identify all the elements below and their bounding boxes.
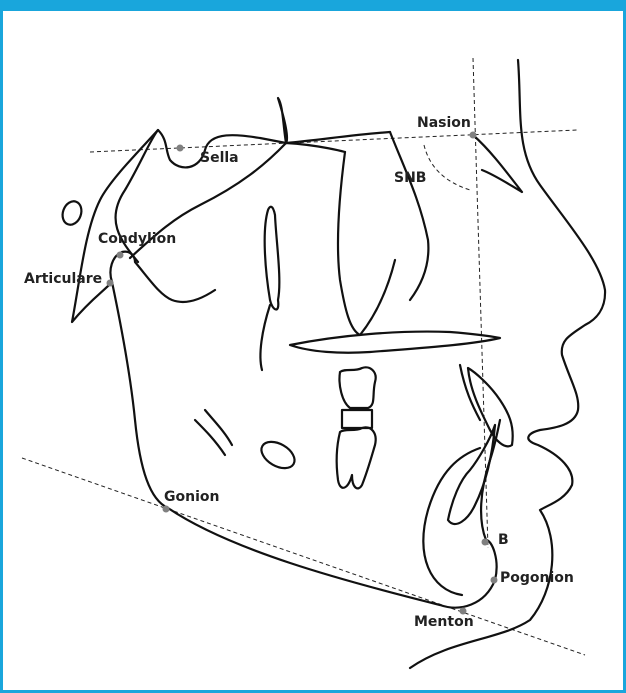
nasal-bone <box>473 135 522 192</box>
frontal-line <box>286 132 390 143</box>
pogonion-point <box>491 577 498 584</box>
articulare-label: Articulare <box>24 271 102 287</box>
canal-stroke-1 <box>195 420 225 455</box>
molar-upper <box>339 367 375 408</box>
snb-label: SNB <box>394 170 426 186</box>
condylion-point <box>117 252 124 259</box>
lower-incisor <box>448 425 495 524</box>
gonion-label: Gonion <box>164 489 219 505</box>
snb-angle-arc <box>424 145 470 190</box>
menton-label: Menton <box>414 614 474 630</box>
mandibular-plane-line <box>22 458 585 655</box>
maxilla-wall <box>338 152 395 335</box>
molar-crown <box>342 410 372 428</box>
gonion-point <box>163 506 170 513</box>
nasion-point <box>470 132 477 139</box>
symphysis-inner <box>423 448 480 595</box>
pogonion-label: Pogonion <box>500 570 574 586</box>
mental-foramen-oval <box>257 436 299 473</box>
molar-lower <box>337 427 376 488</box>
nasion-label: Nasion <box>417 115 471 131</box>
palate-line <box>290 332 500 353</box>
canal-stroke-2 <box>205 410 232 445</box>
sella-label: Sella <box>200 150 239 166</box>
b-label: B <box>498 532 509 548</box>
b-point <box>482 539 489 546</box>
sella-point <box>177 145 184 152</box>
ear-oval <box>59 199 84 228</box>
condylion-label: Condylion <box>98 231 176 247</box>
ramus-posterior-line <box>260 305 270 370</box>
articulare-point <box>107 280 114 287</box>
nasal-line <box>390 132 428 300</box>
condyle-outline <box>110 252 215 302</box>
pterygoid-shape <box>265 207 280 310</box>
